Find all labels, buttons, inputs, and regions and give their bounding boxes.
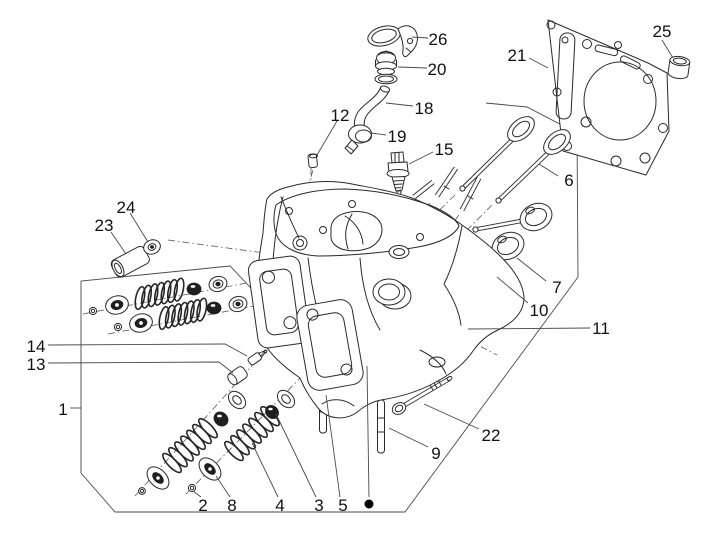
stud-set-upper	[414, 168, 479, 210]
exhaust-valve-pair	[460, 112, 575, 203]
callout-label-5[interactable]: 5	[338, 496, 347, 515]
callout-label-18[interactable]: 18	[415, 99, 434, 118]
callout-label-25[interactable]: 25	[653, 22, 672, 41]
hose-clamp-small	[345, 125, 372, 154]
callout-label-1[interactable]: 1	[58, 400, 67, 419]
stud-9	[378, 400, 385, 453]
callout-labels: 1 2 3 4 5 6 7 8 9 10 11 12 13 14 15 18 1…	[27, 22, 672, 515]
valve-spring-kit-lower-row	[139, 387, 298, 494]
callout-label-6[interactable]: 6	[564, 171, 573, 190]
callout-label-15[interactable]: 15	[435, 140, 454, 159]
cylinder-head	[247, 182, 524, 418]
callout-label-11[interactable]: 11	[592, 319, 610, 338]
callout-label-19[interactable]: 19	[388, 127, 407, 146]
callout-label-14[interactable]: 14	[27, 337, 46, 356]
callout-label-8[interactable]: 8	[227, 496, 236, 515]
oil-filler-cap	[375, 51, 397, 84]
end-cap	[667, 55, 690, 80]
head-gasket	[547, 20, 669, 175]
callout-label-21[interactable]: 21	[508, 46, 527, 65]
flange-bolt	[390, 376, 452, 417]
valve-adjuster	[247, 347, 269, 366]
callout-label-23[interactable]: 23	[95, 216, 114, 235]
reference-dot-marker	[364, 499, 374, 509]
callout-label-7[interactable]: 7	[552, 278, 561, 297]
callout-label-20[interactable]: 20	[428, 60, 447, 79]
callout-label-24[interactable]: 24	[117, 198, 136, 217]
valve-seal-kit-upper-row	[89, 274, 248, 334]
callout-label-9[interactable]: 9	[431, 444, 440, 463]
dowel-small	[308, 154, 318, 168]
callout-label-26[interactable]: 26	[429, 30, 448, 49]
callout-label-12[interactable]: 12	[331, 106, 350, 125]
callout-label-2[interactable]: 2	[198, 496, 207, 515]
callout-label-4[interactable]: 4	[275, 496, 284, 515]
callout-label-13[interactable]: 13	[27, 355, 46, 374]
washer-24	[142, 238, 163, 257]
retaining-clip	[366, 23, 418, 57]
callout-label-3[interactable]: 3	[314, 496, 323, 515]
temperature-sensor	[387, 152, 409, 197]
tappet-cap	[226, 365, 249, 387]
callout-label-22[interactable]: 22	[482, 426, 501, 445]
kit-boundary-outline	[81, 103, 578, 512]
callout-label-10[interactable]: 10	[530, 301, 549, 320]
callout-leaders	[48, 37, 673, 497]
